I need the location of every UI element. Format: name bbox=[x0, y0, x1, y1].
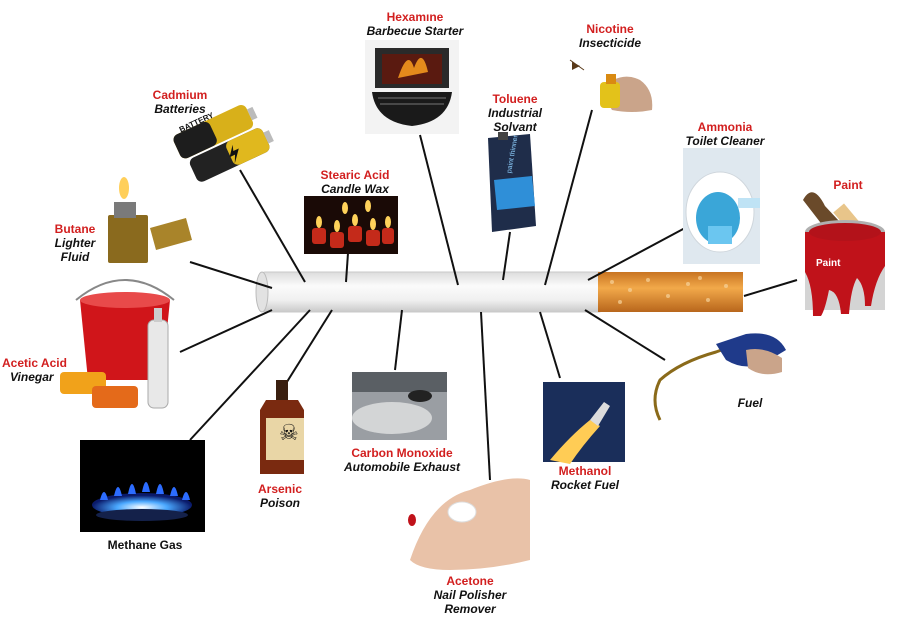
label-ammonia: Ammonia Toilet Cleaner bbox=[665, 120, 785, 148]
label-toluene: Toluene Industrial Solvant bbox=[475, 92, 555, 134]
cigarette bbox=[255, 271, 743, 313]
acetone-use-2: Remover bbox=[444, 602, 496, 616]
line-butane bbox=[189, 261, 273, 289]
line-ammonia bbox=[587, 227, 686, 281]
line-methanol bbox=[539, 311, 561, 379]
acetic-use: Vinegar bbox=[10, 370, 54, 384]
label-acetone: Acetone Nail Polisher Remover bbox=[415, 574, 525, 616]
line-hexamine bbox=[419, 134, 459, 286]
acetone-name: Acetone bbox=[446, 574, 494, 588]
gas-flame-image bbox=[80, 440, 205, 532]
rocket-image bbox=[543, 382, 625, 464]
label-carbon: Carbon Monoxide Automobile Exhaust bbox=[332, 446, 472, 474]
arsenic-name: Arsenic bbox=[257, 482, 303, 496]
paint-can-text: Paint bbox=[816, 258, 841, 269]
vinegar-image bbox=[60, 279, 175, 409]
line-nicotine bbox=[544, 109, 593, 286]
label-butane: Butane Lighter Fluid bbox=[40, 222, 110, 264]
toluene-use-2: Solvant bbox=[493, 120, 537, 134]
carbon-name: Carbon Monoxide bbox=[351, 446, 453, 460]
label-cadmium: Cadmium Batteries bbox=[130, 88, 230, 116]
line-acetic bbox=[179, 309, 273, 353]
hexamine-use: Barbecue Starter bbox=[366, 24, 464, 38]
toilet-image bbox=[683, 148, 760, 264]
paint-name: Paint bbox=[833, 178, 863, 192]
line-acetone bbox=[480, 311, 491, 481]
label-methanol: Methanol Rocket Fuel bbox=[535, 464, 635, 492]
butane-use-2: Fluid bbox=[60, 250, 90, 264]
cadmium-name: Cadmium bbox=[152, 88, 208, 102]
arsenic-use: Poison bbox=[259, 496, 300, 510]
acetic-name: Acetic Acid bbox=[2, 356, 67, 370]
candles-image bbox=[304, 196, 398, 254]
line-toluene bbox=[502, 231, 511, 281]
paint-can-image bbox=[803, 192, 885, 316]
line-cadmium bbox=[239, 169, 306, 283]
exhaust-image bbox=[352, 372, 447, 440]
methanol-name: Methanol bbox=[558, 464, 612, 478]
line-methane bbox=[189, 309, 311, 441]
toluene-use-1: Industrial bbox=[487, 106, 542, 120]
methane-use: Methane Gas bbox=[107, 538, 183, 552]
label-nicotine: Nicotine Insecticide bbox=[555, 22, 665, 50]
butane-use-1: Lighter bbox=[54, 236, 96, 250]
stearic-name: Stearic Acid bbox=[320, 168, 390, 182]
cadmium-use: Batteries bbox=[154, 102, 206, 116]
poison-bottle-image bbox=[260, 380, 304, 474]
stearic-use: Candle Wax bbox=[321, 182, 389, 196]
label-hexamine: Hexamıne Barbecue Starter bbox=[355, 10, 475, 38]
label-stearic: Stearic Acid Candle Wax bbox=[300, 168, 410, 196]
line-stearic bbox=[345, 252, 349, 283]
fuel-nozzle-image bbox=[653, 333, 786, 421]
label-paint: Paint bbox=[818, 178, 878, 192]
methanol-use: Rocket Fuel bbox=[550, 478, 619, 492]
toluene-can-image bbox=[488, 132, 536, 232]
battery-image bbox=[173, 104, 274, 182]
spray-image bbox=[569, 59, 653, 112]
line-arsenic bbox=[284, 309, 333, 386]
line-carbon bbox=[394, 309, 403, 371]
line-paint bbox=[743, 279, 798, 297]
grill-image bbox=[365, 40, 459, 134]
butane-name: Butane bbox=[54, 222, 96, 236]
nicotine-name: Nicotine bbox=[586, 22, 634, 36]
ammonia-use: Toilet Cleaner bbox=[685, 134, 765, 148]
lighter-image bbox=[108, 177, 192, 263]
acetone-hand-image bbox=[408, 478, 530, 570]
carbon-use: Automobile Exhaust bbox=[343, 460, 460, 474]
nicotine-use: Insecticide bbox=[578, 36, 642, 50]
label-acetic: Acetic Acid Vinegar bbox=[2, 356, 92, 384]
hexamine-name: Hexamıne bbox=[386, 10, 444, 24]
toluene-name: Toluene bbox=[492, 92, 538, 106]
acetone-use-1: Nail Polisher bbox=[433, 588, 507, 602]
poison-symbol: ☠ bbox=[279, 420, 299, 445]
fuel-use: Fuel bbox=[737, 396, 763, 410]
label-fuel: Fuel bbox=[720, 396, 780, 410]
line-fuel bbox=[584, 309, 666, 361]
ammonia-name: Ammonia bbox=[697, 120, 753, 134]
label-methane: Methane Gas bbox=[85, 538, 205, 552]
label-arsenic: Arsenic Poison bbox=[240, 482, 320, 510]
